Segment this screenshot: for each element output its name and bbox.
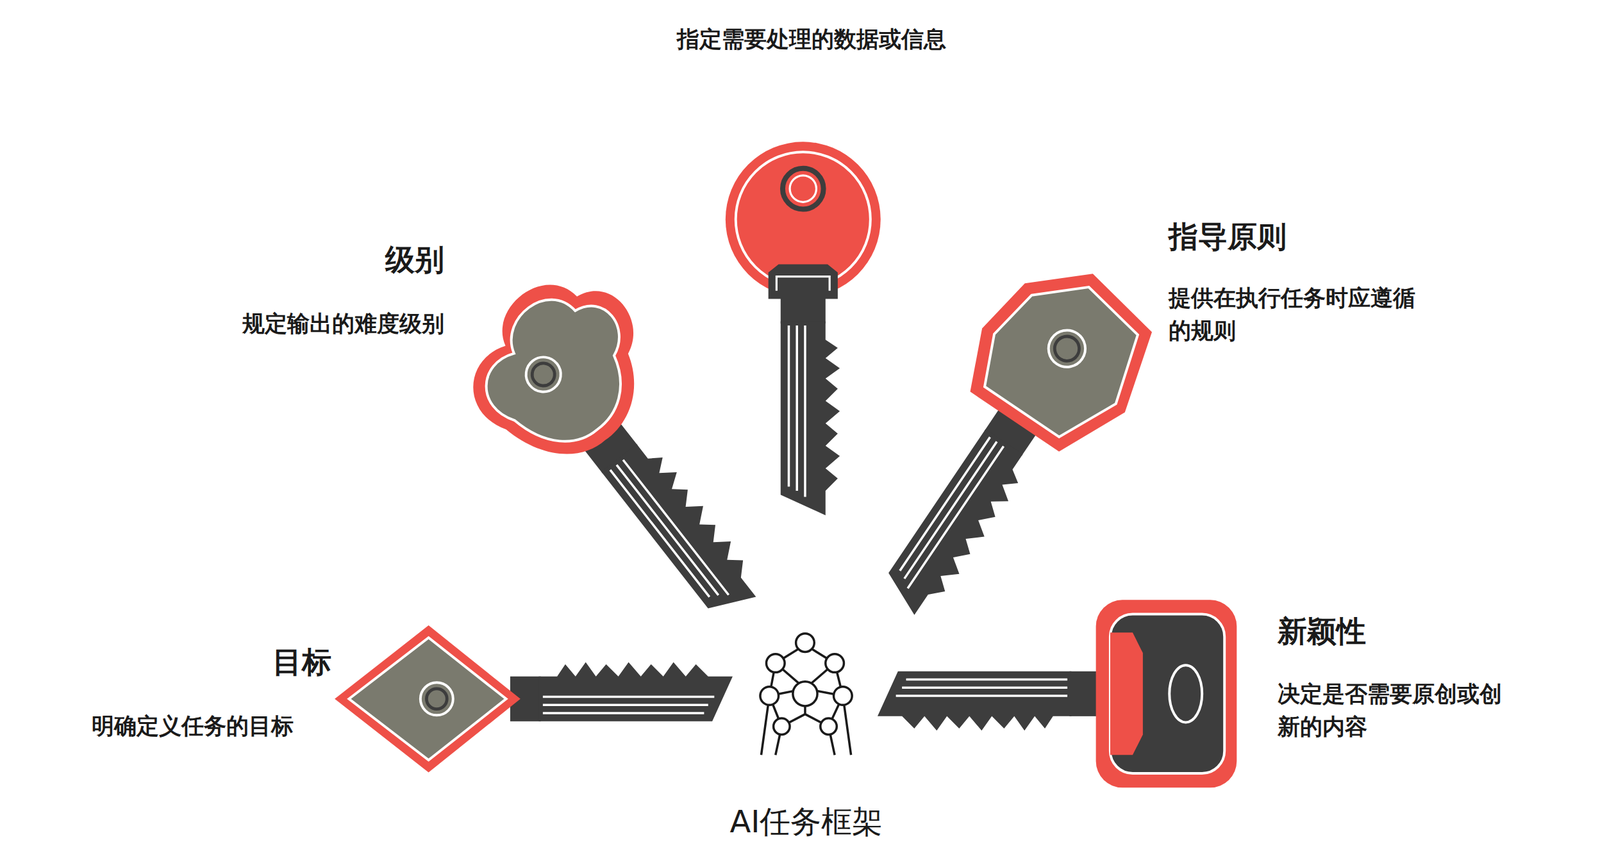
key-description: 规定输出的难度级别 <box>242 307 445 341</box>
key-heading: 新颖性 <box>1277 610 1367 654</box>
key-heading: 目标 <box>272 641 332 684</box>
key-description: 提供在执行任务时应遵循的规则 <box>1168 282 1423 348</box>
key-description: 明确定义任务的目标 <box>91 710 294 743</box>
key-description: 指定需要处理的数据或信息 <box>676 23 947 56</box>
ai-icon <box>760 633 852 756</box>
key-heading: 指导原则 <box>1168 215 1287 259</box>
center-label: AI任务框架 <box>730 800 884 845</box>
key-description: 决定是否需要原创或创新的内容 <box>1277 678 1509 744</box>
key-heading: 级别 <box>385 238 445 282</box>
